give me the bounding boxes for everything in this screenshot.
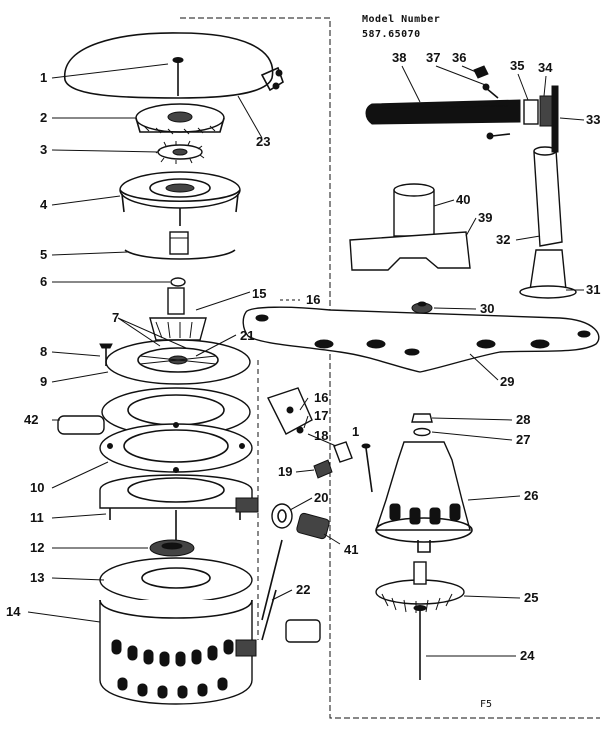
part-23-heater-ring bbox=[64, 32, 284, 99]
part-1-screw bbox=[172, 57, 184, 96]
callout-15: 15 bbox=[252, 286, 266, 301]
leader-lines bbox=[27, 63, 585, 657]
part-5-seal bbox=[124, 231, 236, 260]
part-20-coil bbox=[271, 503, 293, 529]
part-4-plate bbox=[119, 171, 241, 226]
callout-18: 18 bbox=[314, 428, 328, 443]
callout-14: 14 bbox=[6, 604, 21, 619]
callout-29: 29 bbox=[500, 374, 514, 389]
callout-30: 30 bbox=[480, 301, 494, 316]
callout-5: 5 bbox=[40, 247, 47, 262]
part-16-switch bbox=[267, 387, 353, 463]
callout-7: 7 bbox=[112, 310, 119, 325]
callout-42: 42 bbox=[24, 412, 38, 427]
callout-2: 2 bbox=[40, 110, 47, 125]
callout-24: 24 bbox=[520, 648, 535, 663]
part-1-right-screw bbox=[361, 443, 373, 493]
callout-31: 31 bbox=[586, 282, 600, 297]
part-11-housing bbox=[99, 474, 259, 540]
part-26-pump-body bbox=[375, 441, 473, 553]
callout-16-top: 16 bbox=[306, 292, 320, 307]
callout-23: 23 bbox=[256, 134, 270, 149]
callout-11: 11 bbox=[30, 510, 44, 525]
callout-19: 19 bbox=[278, 464, 292, 479]
model-label: Model Number bbox=[362, 14, 440, 25]
part-8-screw bbox=[99, 343, 113, 366]
callout-37: 37 bbox=[426, 50, 440, 65]
page-code: F5 bbox=[480, 699, 492, 710]
part-2-hub bbox=[135, 103, 225, 135]
part-33-bracket bbox=[551, 85, 559, 153]
part-22-bracket bbox=[261, 539, 321, 643]
callout-40: 40 bbox=[456, 192, 470, 207]
part-35-washer bbox=[523, 99, 539, 125]
callout-9: 9 bbox=[40, 374, 47, 389]
motor-vent-slots bbox=[111, 639, 234, 699]
callout-22: 22 bbox=[296, 582, 310, 597]
callout-3: 3 bbox=[40, 142, 47, 157]
part-39-deflector bbox=[349, 231, 471, 271]
callout-26: 26 bbox=[524, 488, 538, 503]
part-25-blade bbox=[375, 561, 465, 613]
part-9-plate bbox=[105, 339, 251, 385]
callout-38: 38 bbox=[392, 50, 406, 65]
part-15-impeller bbox=[149, 287, 207, 341]
callout-21: 21 bbox=[240, 328, 254, 343]
callout-20: 20 bbox=[314, 490, 328, 505]
callout-35: 35 bbox=[510, 58, 524, 73]
callout-1-right: 1 bbox=[352, 424, 359, 439]
part-36-screw bbox=[473, 65, 489, 79]
part-19-clip bbox=[313, 459, 333, 479]
callout-8: 8 bbox=[40, 344, 47, 359]
part-12-coupling bbox=[149, 539, 195, 557]
part-41-solenoid bbox=[296, 512, 330, 540]
callout-41: 41 bbox=[344, 542, 358, 557]
part-34-nut bbox=[539, 95, 553, 127]
part-14-motor bbox=[99, 557, 257, 705]
callout-10: 10 bbox=[30, 480, 44, 495]
callout-1: 1 bbox=[40, 70, 47, 85]
screw-below-38 bbox=[486, 132, 511, 140]
model-number: 587.65070 bbox=[362, 29, 421, 40]
callout-32: 32 bbox=[496, 232, 510, 247]
callout-6: 6 bbox=[40, 274, 47, 289]
part-40-cup bbox=[393, 183, 435, 237]
part-31-base bbox=[519, 249, 577, 299]
part-30-cap bbox=[411, 301, 433, 314]
callout-13: 13 bbox=[30, 570, 44, 585]
part-32-tube bbox=[533, 146, 563, 247]
part-27-ring bbox=[413, 427, 431, 437]
part-29-spray-arm bbox=[242, 306, 600, 373]
part-24-screw bbox=[413, 605, 427, 680]
part-28-nut bbox=[411, 413, 433, 423]
callout-28: 28 bbox=[516, 412, 530, 427]
callout-39: 39 bbox=[478, 210, 492, 225]
callout-4: 4 bbox=[40, 197, 48, 212]
callout-17: 17 bbox=[314, 408, 328, 423]
callout-16: 16 bbox=[314, 390, 328, 405]
part-42-gasket bbox=[57, 387, 251, 437]
part-3-star-washer bbox=[155, 140, 205, 164]
callout-36: 36 bbox=[452, 50, 466, 65]
callout-34: 34 bbox=[538, 60, 553, 75]
part-37-clip bbox=[482, 83, 499, 99]
part-6-ring bbox=[170, 277, 186, 287]
callout-27: 27 bbox=[516, 432, 530, 447]
callout-33: 33 bbox=[586, 112, 600, 127]
callout-numbers: 1 2 3 4 5 6 7 8 9 10 11 12 13 14 15 16 1… bbox=[6, 50, 600, 663]
part-38-arm-tube bbox=[365, 99, 521, 125]
callout-12: 12 bbox=[30, 540, 44, 555]
part-10-ring bbox=[99, 422, 253, 473]
callout-25: 25 bbox=[524, 590, 538, 605]
